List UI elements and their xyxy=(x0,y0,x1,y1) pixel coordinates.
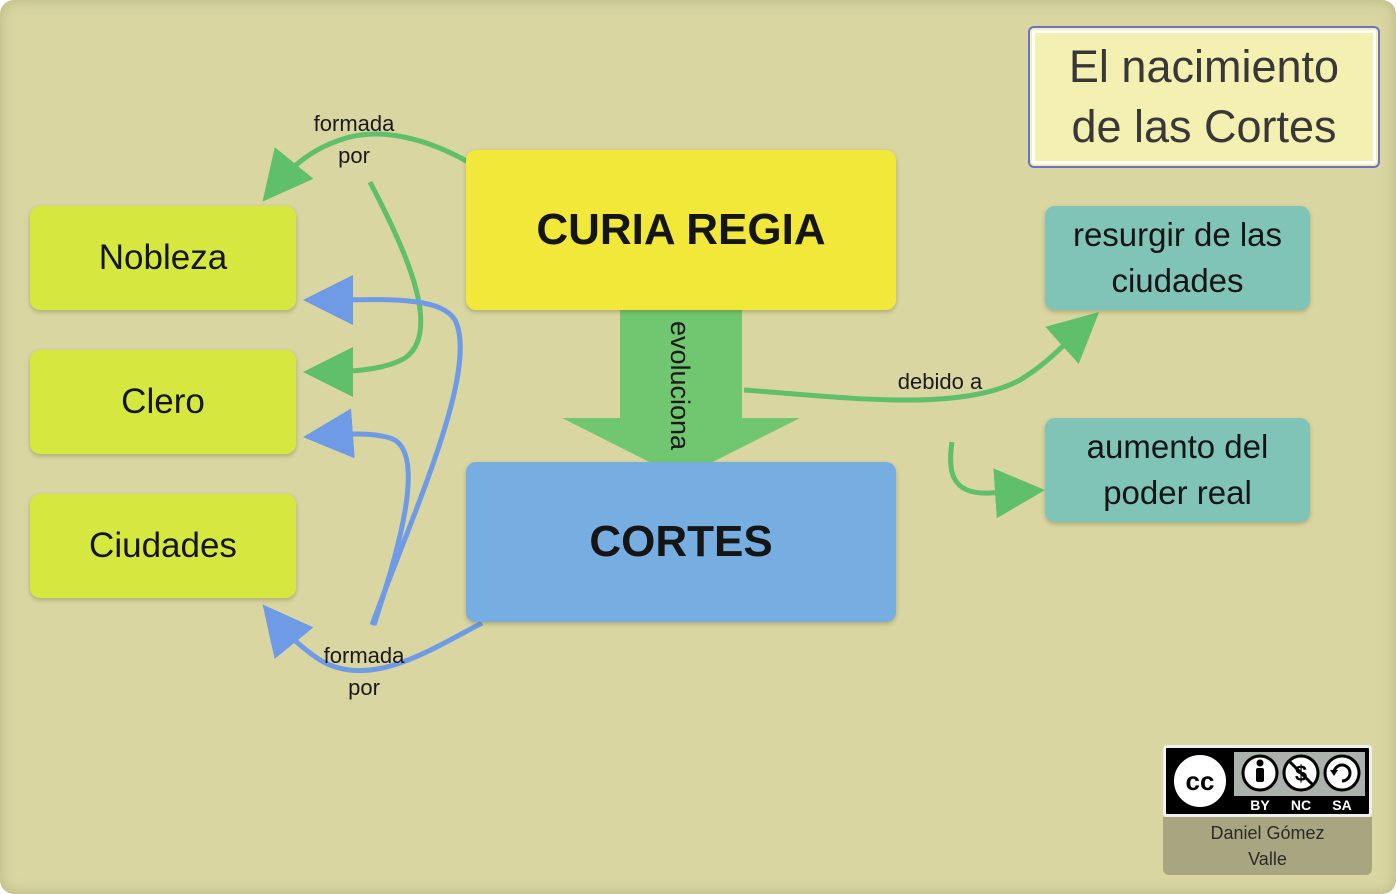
node-cortes-label: CORTES xyxy=(589,517,773,566)
curia-to-nobleza-connector xyxy=(262,131,472,202)
link-label-debido-a: debido a xyxy=(897,369,983,394)
svg-text:BY: BY xyxy=(1250,797,1270,813)
evoluciona-arrow xyxy=(562,296,800,478)
cortes-to-clero-connector xyxy=(303,408,411,626)
link-label-formada-por-top: formada por xyxy=(313,111,395,168)
node-cortes[interactable]: CORTES xyxy=(466,462,896,622)
node-nobleza-label: Nobleza xyxy=(98,238,228,277)
link-label-evoluciona: evoluciona xyxy=(665,320,696,450)
node-resurgir-ciudades[interactable]: resurgir de las ciudades xyxy=(1045,206,1310,310)
node-aumento-poder-real-label: aumento del poder real xyxy=(1086,428,1269,511)
cortes-to-ciudades-connector xyxy=(262,604,484,674)
node-aumento-poder-real[interactable]: aumento del poder real xyxy=(1045,418,1310,522)
creative-commons-badge[interactable]: cc $ BY NC SA Daniel Gómez Valle xyxy=(1163,745,1372,875)
cortes-to-nobleza-connector xyxy=(303,274,463,626)
node-ciudades-label: Ciudades xyxy=(89,526,237,565)
svg-text:NC: NC xyxy=(1291,797,1311,813)
cc-logo-icon xyxy=(1172,753,1228,809)
svg-text:cc: cc xyxy=(1186,766,1215,796)
node-clero[interactable]: Clero xyxy=(30,350,296,454)
debido-to-resurgir-connector xyxy=(743,311,1100,403)
map-title: El nacimiento de las Cortes xyxy=(1028,26,1380,168)
cc-license-icons: cc $ BY NC SA xyxy=(1163,745,1372,817)
node-curia-regia-label: CURIA REGIA xyxy=(536,205,826,254)
license-author: Daniel Gómez Valle xyxy=(1163,817,1372,875)
svg-text:SA: SA xyxy=(1332,797,1351,813)
sharealike-icon xyxy=(1323,754,1361,792)
node-curia-regia[interactable]: CURIA REGIA xyxy=(466,150,896,310)
node-ciudades[interactable]: Ciudades xyxy=(30,494,296,598)
link-label-formada-por-bottom: formada por xyxy=(323,643,405,700)
node-resurgir-ciudades-label: resurgir de las ciudades xyxy=(1072,216,1283,299)
node-nobleza[interactable]: Nobleza xyxy=(30,206,296,310)
curia-to-clero-connector xyxy=(303,180,424,397)
node-clero-label: Clero xyxy=(121,382,205,421)
debido-to-aumento-connector xyxy=(948,441,1045,519)
